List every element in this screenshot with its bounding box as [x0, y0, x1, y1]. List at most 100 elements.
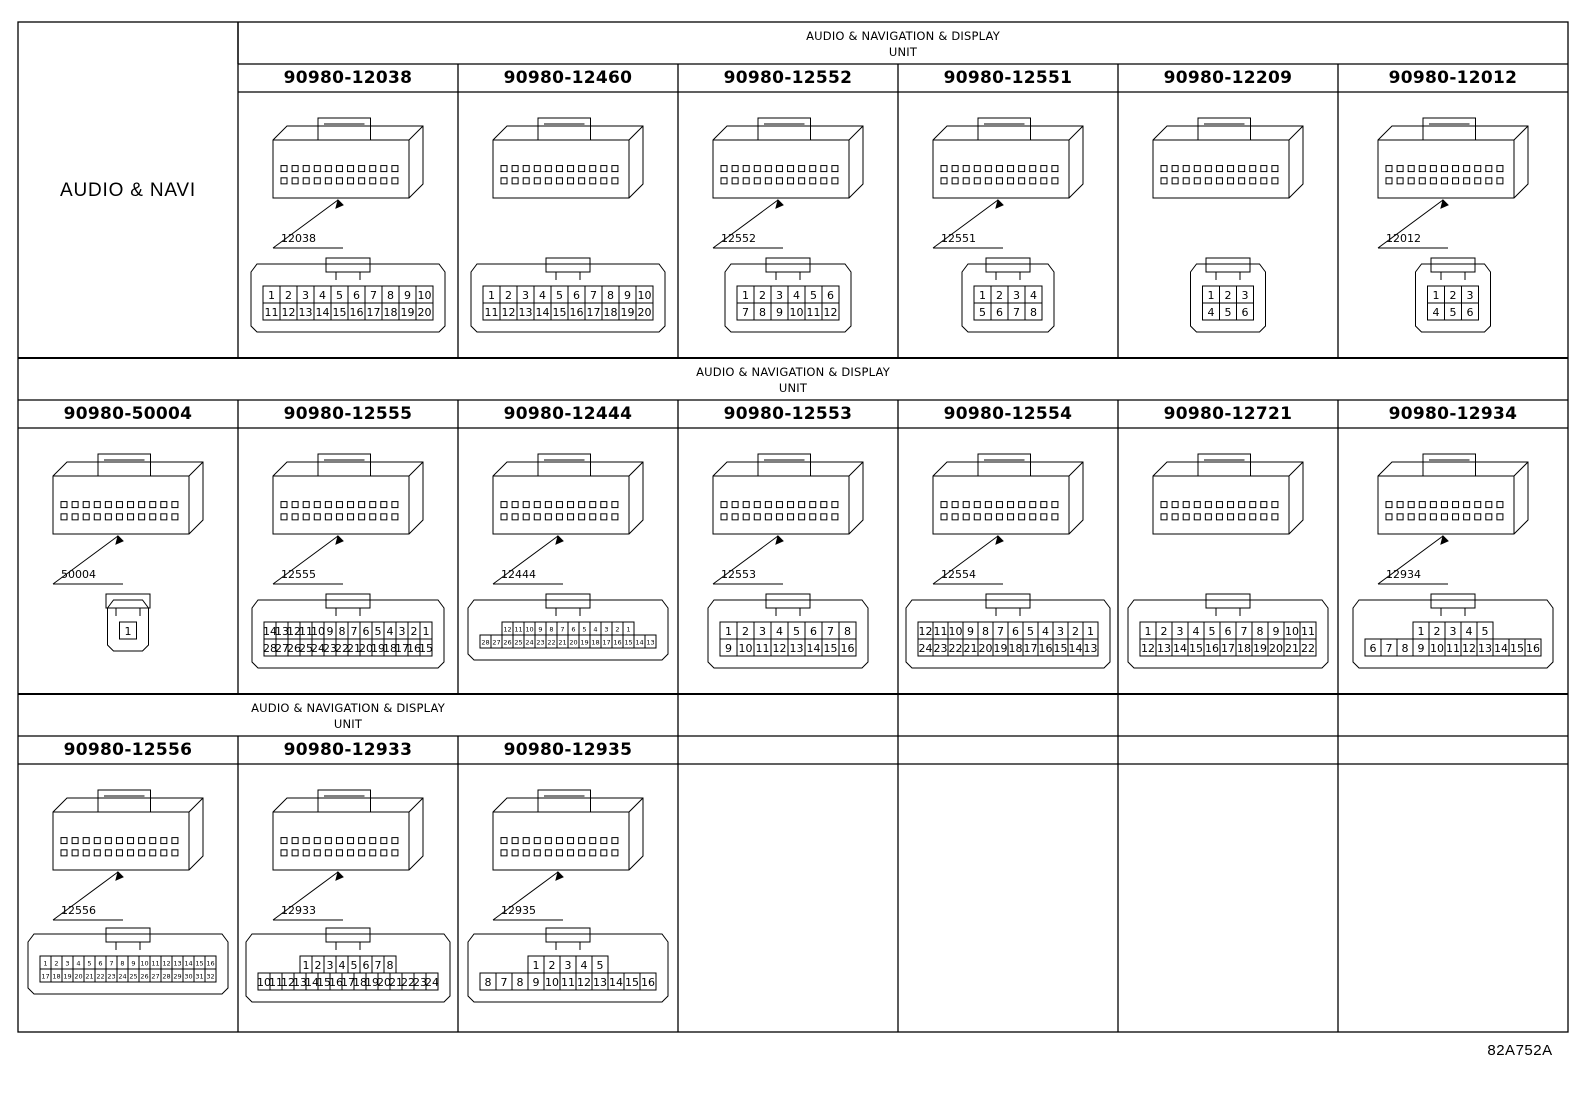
connector-illustration: [492, 453, 644, 535]
pin-number: 11: [269, 976, 283, 989]
pin-number: 1: [979, 289, 986, 302]
pin-number: 1: [268, 289, 275, 302]
pin-number: 27: [492, 639, 500, 647]
pin-number: 19: [994, 642, 1008, 655]
connector-illustration: [932, 453, 1084, 535]
pin-number: 26: [140, 973, 148, 981]
part-number: 90980-12554: [943, 404, 1073, 424]
pin-number: 7: [1013, 306, 1020, 319]
pin-number: 14: [316, 306, 330, 319]
pin-number: 17: [367, 306, 381, 319]
pin-number: 14: [184, 960, 192, 968]
pin-number: 19: [621, 306, 635, 319]
pin-number: 8: [844, 625, 851, 638]
pin-number: 10: [739, 642, 753, 655]
pin-number: 6: [353, 289, 360, 302]
pin-number: 6: [1012, 625, 1019, 638]
pin-number: 18: [52, 973, 60, 981]
pin-number: 14: [263, 625, 277, 638]
pin-number: 17: [395, 642, 409, 655]
pin-number: 8: [1402, 642, 1409, 655]
pin-number: 17: [41, 973, 49, 981]
pin-number: 20: [377, 976, 391, 989]
pin-number: 19: [401, 306, 415, 319]
pin-number: 2: [285, 289, 292, 302]
pin-number: 18: [383, 642, 397, 655]
callout-label: 12551: [941, 232, 976, 245]
pin-cell: [419, 638, 433, 657]
pin-cell: [1236, 302, 1254, 321]
part-number: 90980-12012: [1388, 68, 1518, 88]
pin-number: 19: [63, 973, 71, 981]
pin-number: 4: [539, 289, 546, 302]
pin-number: 12: [577, 976, 591, 989]
pin-number: 28: [481, 639, 489, 647]
pin-number: 17: [602, 639, 610, 647]
figure-reference: 82A752A: [1487, 1042, 1553, 1059]
pin-number: 2: [315, 959, 322, 972]
pin-number: 12: [1141, 642, 1155, 655]
connector-illustration: [1152, 453, 1304, 535]
pin-number: 21: [1285, 642, 1299, 655]
pin-number: 7: [1241, 625, 1248, 638]
pin-number: 16: [613, 639, 621, 647]
pin-number: 3: [604, 626, 608, 634]
pin-number: 10: [525, 626, 533, 634]
pin-number: 9: [624, 289, 631, 302]
connector-illustration: [492, 117, 644, 199]
pin-number: 2: [1450, 289, 1457, 302]
pin-number: 1: [423, 625, 430, 638]
pin-number: 1: [1208, 289, 1215, 302]
pin-number: 23: [323, 642, 337, 655]
pin-number: 5: [375, 625, 382, 638]
pin-cell: [639, 972, 657, 991]
pin-number: 4: [1466, 625, 1473, 638]
pin-number: 10: [418, 289, 432, 302]
pin-number: 21: [558, 639, 566, 647]
pin-number: 16: [1205, 642, 1219, 655]
pin-number: 12: [281, 976, 295, 989]
group-label: AUDIO & NAVIGATION & DISPLAY: [696, 365, 890, 379]
callout-label: 12012: [1386, 232, 1421, 245]
pin-number: 9: [131, 960, 135, 968]
pin-number: 1: [1087, 625, 1094, 638]
pin-number: 7: [351, 625, 358, 638]
pin-cell: [425, 972, 439, 991]
pin-number: 13: [173, 960, 181, 968]
pin-number: 8: [607, 289, 614, 302]
pin-number: 7: [560, 626, 564, 634]
pin-number: 5: [582, 626, 586, 634]
callout-label: 12556: [61, 904, 96, 917]
pin-number: 12: [773, 642, 787, 655]
pin-number: 5: [793, 625, 800, 638]
side-label: AUDIO & NAVI: [60, 180, 196, 201]
pin-number: 6: [1467, 306, 1474, 319]
pin-number: 15: [1189, 642, 1203, 655]
pin-number: 5: [1225, 306, 1232, 319]
pin-number: 5: [1027, 625, 1034, 638]
pin-number: 30: [184, 973, 192, 981]
pin-number: 16: [407, 642, 421, 655]
pin-number: 8: [387, 959, 394, 972]
pin-number: 15: [419, 642, 433, 655]
pin-number: 21: [389, 976, 403, 989]
pin-number: 16: [641, 976, 655, 989]
pin-number: 20: [74, 973, 82, 981]
part-number: 90980-12555: [283, 404, 413, 424]
part-number: 90980-50004: [63, 404, 193, 424]
pin-number: 2: [505, 289, 512, 302]
part-number: 90980-12556: [63, 740, 193, 760]
part-number: 90980-12934: [1388, 404, 1518, 424]
pin-number: 14: [1173, 642, 1187, 655]
pin-number: 2: [615, 626, 619, 634]
pin-number: 25: [514, 639, 522, 647]
pin-number: 22: [401, 976, 415, 989]
pin-number: 14: [609, 976, 623, 989]
connector-illustration: [932, 117, 1084, 199]
pin-number: 6: [1225, 625, 1232, 638]
pin-number: 5: [336, 289, 343, 302]
